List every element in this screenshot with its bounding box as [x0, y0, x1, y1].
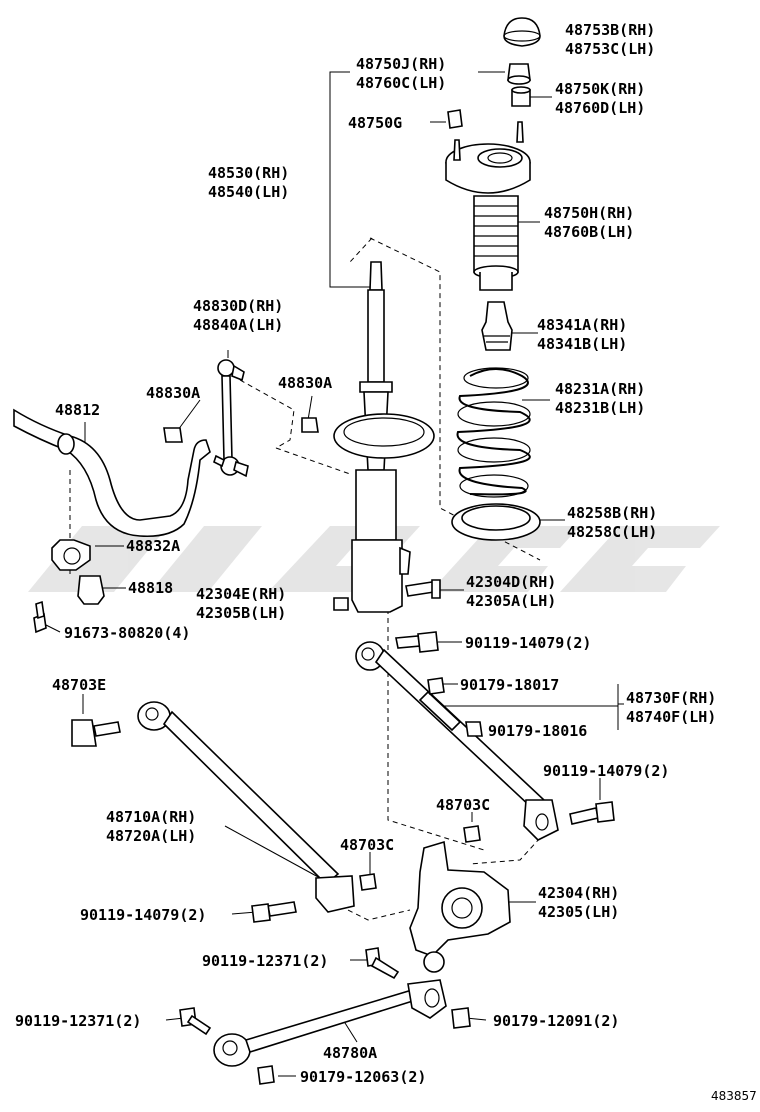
label-90179-18016: 90179-18016: [488, 722, 587, 740]
label-48530: 48530(RH)48540(LH): [208, 164, 289, 201]
label-90179-12091: 90179-12091(2): [493, 1012, 619, 1030]
shock-absorber-part: [333, 261, 435, 613]
bellows-part: [473, 195, 519, 291]
stabilizer-link-part: [213, 359, 249, 478]
label-90119-right: 90119-14079(2): [543, 762, 669, 780]
small-nut-part: [447, 109, 463, 129]
label-48830d: 48830D(RH)48840A(LH): [193, 297, 283, 334]
label-90119-12371-center: 90119-12371(2): [202, 952, 328, 970]
label-90119-left: 90119-14079(2): [80, 906, 206, 924]
bracket-part: [51, 539, 91, 571]
washer-part: [511, 86, 531, 107]
label-42304e: 42304E(RH)42305B(LH): [196, 585, 286, 622]
diagram-reference-number: 483857: [711, 1089, 757, 1103]
lower-arm-48780-part: [213, 979, 447, 1067]
label-48780a: 48780A: [323, 1044, 377, 1062]
label-48750j: 48750J(RH)48760C(LH): [356, 55, 446, 92]
leader-lines: [43, 71, 624, 1077]
label-48750h: 48750H(RH)48760B(LH): [544, 204, 634, 241]
label-90119-12371-left: 90119-12371(2): [15, 1012, 141, 1030]
bump-stop-part: [481, 301, 513, 351]
label-48818: 48818: [128, 579, 173, 597]
label-48258: 48258B(RH)48258C(LH): [567, 504, 657, 541]
label-48730: 48730F(RH)48740F(LH): [626, 689, 716, 726]
label-91673: 91673-80820(4): [64, 624, 190, 642]
label-48832: 48832A: [126, 537, 180, 555]
spring-seat-part: [451, 503, 541, 541]
parts-art: [13, 17, 615, 1085]
label-90179-18017: 90179-18017: [460, 676, 559, 694]
label-42304: 42304(RH)42305(LH): [538, 884, 619, 921]
arm-bolt-part: [251, 801, 615, 923]
label-48231: 48231A(RH)48231B(LH): [555, 380, 645, 417]
label-48703c-right: 48703C: [436, 796, 490, 814]
label-48753: 48753B(RH)48753C(LH): [565, 21, 655, 58]
knuckle-part: [409, 840, 511, 973]
nut-part: [507, 63, 531, 85]
bushing-48703e-part: [71, 719, 121, 747]
link-nut-part: [163, 417, 319, 443]
label-48750g: 48750G: [348, 114, 402, 132]
label-48830a-right: 48830A: [278, 374, 332, 392]
upper-mount-part: [445, 121, 531, 194]
dust-cap-part: [503, 17, 541, 47]
label-48710: 48710A(RH)48720A(LH): [106, 808, 196, 845]
label-48341: 48341A(RH)48341B(LH): [537, 316, 627, 353]
knuckle-bolts-part: [179, 947, 471, 1085]
label-48703e: 48703E: [52, 676, 106, 694]
label-90119-top: 90119-14079(2): [465, 634, 591, 652]
stabilizer-bar-part: [13, 408, 211, 538]
arm-nut-part: [359, 677, 483, 891]
strut-bolts-part: [395, 579, 441, 653]
label-group: 48753B(RH)48753C(LH) 48750J(RH)48760C(LH…: [15, 21, 757, 1103]
coil-spring-part: [456, 367, 531, 498]
label-48830a-left: 48830A: [146, 384, 200, 402]
lateral-arm-48730-part: [355, 641, 559, 841]
label-42304d: 42304D(RH)42305A(LH): [466, 573, 556, 610]
label-90179-12063: 90179-12063(2): [300, 1068, 426, 1086]
lateral-arm-48710-part: [137, 701, 355, 913]
label-48703c-center: 48703C: [340, 836, 394, 854]
bushing-part: [77, 575, 105, 605]
bolt-part-91673: [33, 600, 47, 634]
label-48750k: 48750K(RH)48760D(LH): [555, 80, 645, 117]
label-48812: 48812: [55, 401, 100, 419]
